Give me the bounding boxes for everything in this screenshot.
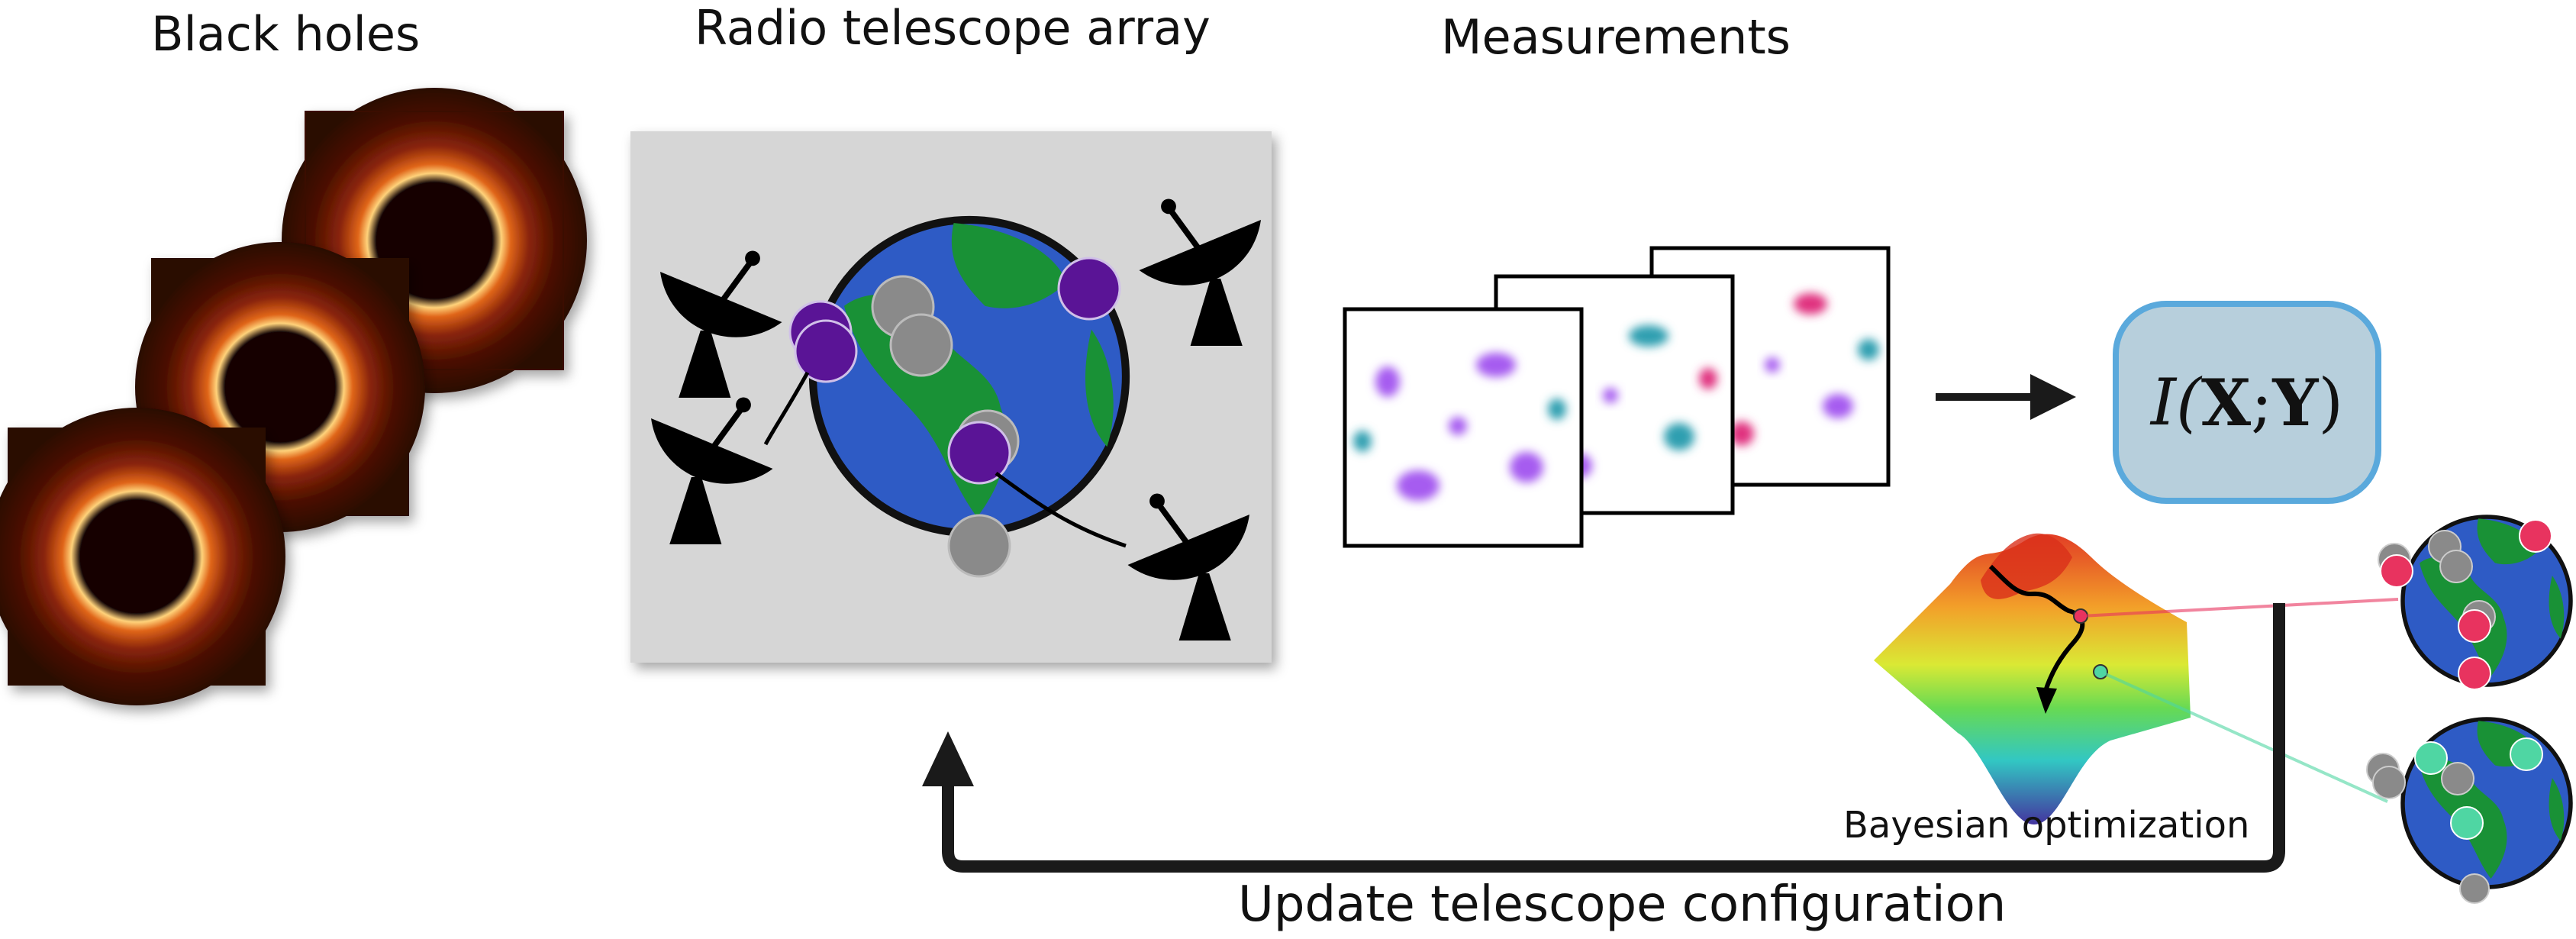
arrow-up-icon xyxy=(922,731,974,786)
measurement-stack xyxy=(1343,246,1891,548)
telescope-site-green xyxy=(2414,741,2448,775)
telescope-site-active xyxy=(947,421,1011,485)
mi-suffix: ) xyxy=(2318,365,2344,440)
radio-array-title: Radio telescope array xyxy=(695,0,1211,56)
black-hole-image xyxy=(0,408,285,705)
dish-link-line xyxy=(763,371,810,446)
bayesian-optimization-label: Bayesian optimization xyxy=(1843,804,2250,847)
radio-telescope-panel xyxy=(630,131,1272,663)
arrow-right-icon xyxy=(1936,374,2076,420)
telescope-site-active xyxy=(794,319,858,383)
mi-y: Y xyxy=(2272,364,2319,440)
black-holes-title: Black holes xyxy=(151,6,421,62)
mi-sep: ; xyxy=(2251,365,2273,440)
bayesian-optimization-surface xyxy=(1874,533,2399,824)
mutual-information-box: I(X; Y) xyxy=(2113,301,2381,504)
telescope-site-pink xyxy=(2519,519,2552,553)
measurement-card xyxy=(1343,307,1584,548)
telescope-site-inactive xyxy=(2439,550,2473,583)
measurements-title: Measurements xyxy=(1441,9,1791,65)
mi-prefix: I( xyxy=(2150,365,2201,440)
dish-link-line xyxy=(995,471,1127,548)
telescope-site-inactive xyxy=(2459,873,2490,904)
mi-x: X xyxy=(2200,364,2252,440)
telescope-site-inactive xyxy=(2372,766,2406,799)
feedback-arrow xyxy=(922,603,2285,873)
telescope-site-pink xyxy=(2458,657,2491,690)
telescope-site-green xyxy=(2510,737,2543,771)
update-configuration-label: Update telescope configuration xyxy=(1238,876,2007,933)
telescope-site-inactive xyxy=(2441,762,2474,795)
telescope-site-green xyxy=(2450,806,2484,840)
telescope-site-pink xyxy=(2458,609,2491,643)
telescope-site-pink xyxy=(2380,554,2413,588)
telescope-site-inactive xyxy=(947,514,1011,578)
telescope-site-active xyxy=(1057,257,1121,321)
telescope-site-inactive xyxy=(889,313,953,377)
black-hole-image-stack xyxy=(0,88,587,705)
